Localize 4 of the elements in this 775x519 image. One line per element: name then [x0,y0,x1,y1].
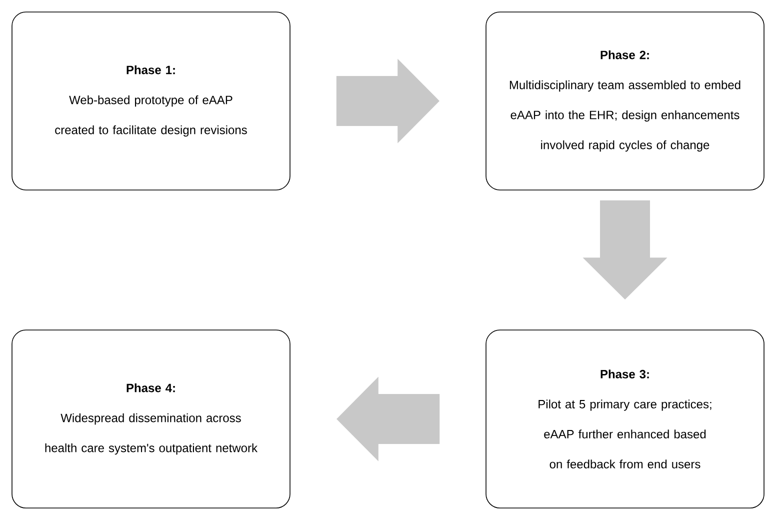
phase-box: Phase 4: Widespread dissemination across health care system's outpatient network [12,330,290,508]
phase-box: Phase 3: Pilot at 5 primary care practices; eAAP further enhanced based on feedback from end users [486,330,764,508]
phase-box: Phase 2: Multidisciplinary team assembled to embed eAAP into the EHR; design enhancements involved rapid cycles of change [486,12,764,190]
phase-box: Phase 1: Web-based prototype of eAAP created to facilitate design revisions [12,12,290,190]
